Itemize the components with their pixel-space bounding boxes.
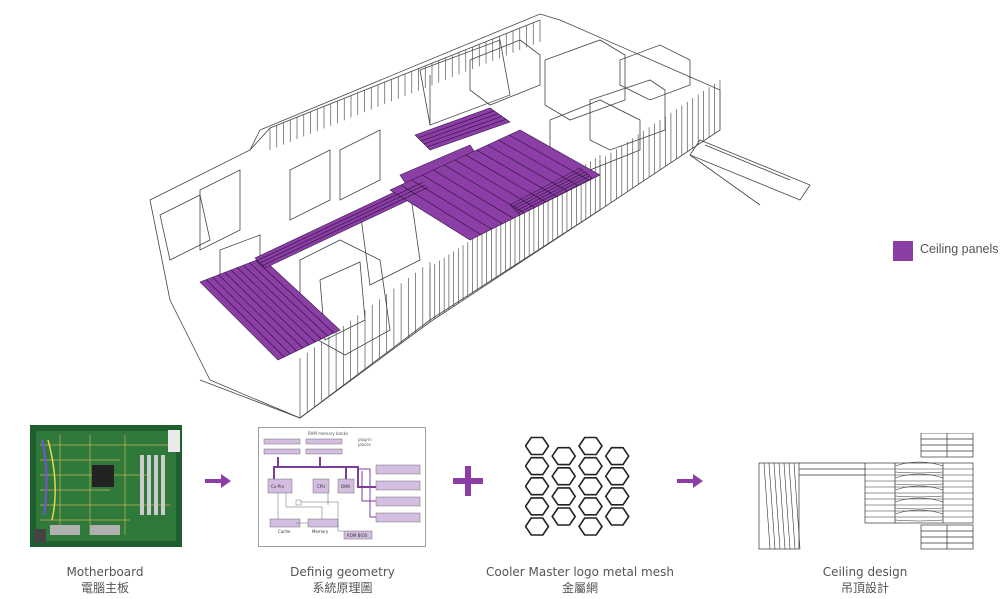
schematic-diagram: RAM memory banks plug-in places Co-Pro C… (258, 427, 426, 547)
label-ram-banks: RAM memory banks (308, 431, 348, 436)
caption-motherboard: Motherboard 電腦主板 (40, 564, 170, 596)
caption-zh: 金屬網 (561, 581, 598, 595)
caption-en: Motherboard (66, 565, 144, 579)
caption-defining-geometry: Definig geometry 系統原理圖 (260, 564, 425, 596)
label-rom-bios: ROM BIOS (347, 533, 368, 538)
caption-en: Ceiling design (822, 565, 908, 579)
caption-metal-mesh: Cooler Master logo metal mesh 金屬網 (480, 564, 680, 596)
caption-ceiling-design: Ceiling design 吊頂設計 (790, 564, 940, 596)
plus-icon (453, 466, 483, 496)
arrow-right-icon (205, 474, 231, 488)
caption-en: Definig geometry (290, 565, 395, 579)
caption-zh: 電腦主板 (80, 581, 129, 595)
caption-zh: 系統原理圖 (312, 581, 373, 595)
label-cache: Cache (278, 529, 291, 534)
label-copro: Co-Pro (271, 484, 285, 489)
building-axonometric (149, 13, 811, 419)
label-dma: DMA (341, 484, 351, 489)
motherboard-image (30, 425, 182, 547)
ceiling-design-plan (758, 433, 974, 550)
label-places: places (358, 442, 371, 447)
caption-en: Cooler Master logo metal mesh (486, 565, 674, 579)
caption-zh: 吊頂設計 (840, 581, 889, 595)
legend-label: Ceiling panels (920, 242, 999, 256)
label-plug-in: plug-in (358, 437, 372, 442)
hex-mesh-pattern (525, 436, 630, 536)
legend-swatch-ceiling-panels (893, 241, 913, 261)
label-memory: Memory (312, 529, 329, 534)
label-cpu: CPU (317, 484, 325, 489)
arrow-right-icon (677, 474, 703, 488)
